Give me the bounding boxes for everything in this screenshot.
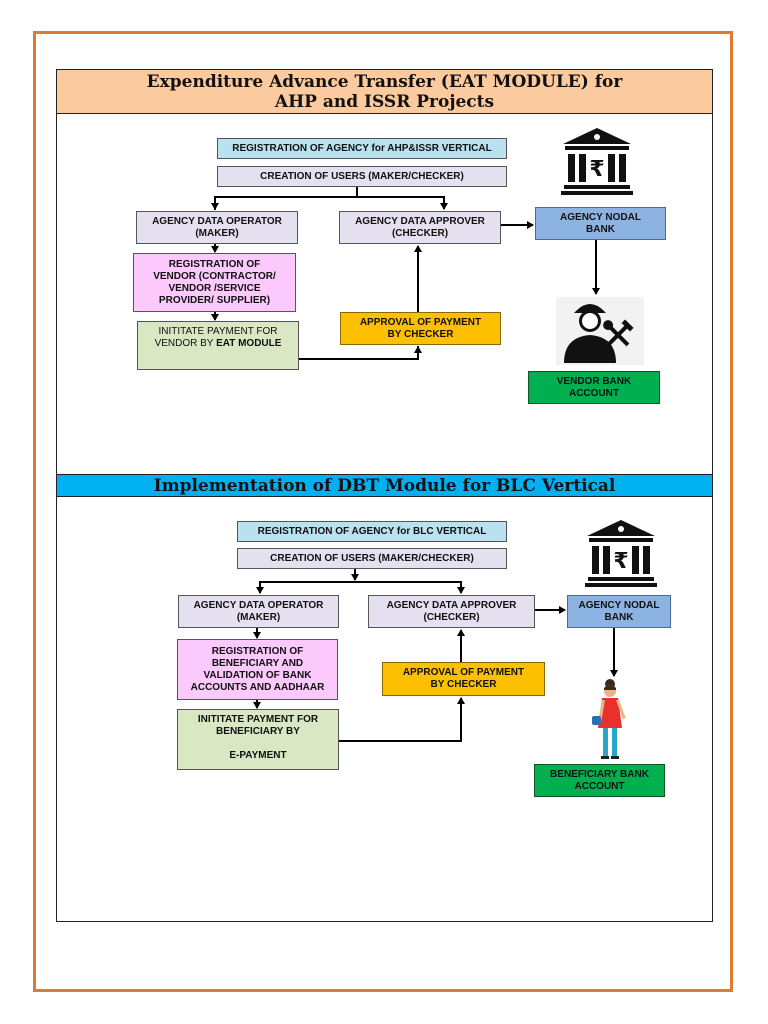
s1-approval-box: APPROVAL OF PAYMENT BY CHECKER bbox=[340, 312, 501, 345]
s2-account-box: BENEFICIARY BANK ACCOUNT bbox=[534, 764, 665, 797]
s1-account-box: VENDOR BANK ACCOUNT bbox=[528, 371, 660, 404]
s2-creation-box: CREATION OF USERS (MAKER/CHECKER) bbox=[237, 548, 507, 569]
eat-module-title-line2: AHP and ISSR Projects bbox=[274, 92, 495, 112]
s1-initiate-prefix: INITITATE PAYMENT FOR VENDOR BY bbox=[154, 326, 278, 349]
svg-text:₹: ₹ bbox=[613, 549, 628, 574]
s2-operator-box: AGENCY DATA OPERATOR (MAKER) bbox=[178, 595, 339, 628]
eat-module-title-line1: Expenditure Advance Transfer (EAT MODULE… bbox=[146, 72, 623, 92]
s2-approval-box: APPROVAL OF PAYMENT BY CHECKER bbox=[382, 662, 545, 696]
s2-registration-box: REGISTRATION OF AGENCY for BLC VERTICAL bbox=[237, 521, 507, 542]
s1-initiate-payment-box: INITITATE PAYMENT FOR VENDOR BY EAT MODU… bbox=[137, 321, 299, 370]
page-border bbox=[33, 31, 733, 992]
s1-registration-box: REGISTRATION OF AGENCY for AHP&ISSR VERT… bbox=[217, 138, 507, 159]
s1-approver-box: AGENCY DATA APPROVER (CHECKER) bbox=[339, 211, 501, 244]
s1-nodal-bank-box: AGENCY NODAL BANK bbox=[535, 207, 666, 240]
s1-creation-box: CREATION OF USERS (MAKER/CHECKER) bbox=[217, 166, 507, 187]
s1-initiate-bold: EAT MODULE bbox=[216, 338, 282, 349]
s2-initiate-payment-box: INITITATE PAYMENT FOR BENEFICIARY BY E-P… bbox=[177, 709, 339, 770]
eat-module-banner: Expenditure Advance Transfer (EAT MODULE… bbox=[57, 70, 712, 114]
woman-icon bbox=[592, 679, 626, 759]
bank-rupee-icon: ₹ bbox=[585, 520, 657, 587]
bank-rupee-icon: ₹ bbox=[561, 128, 633, 195]
s2-register-beneficiary-box: REGISTRATION OF BENEFICIARY AND VALIDATI… bbox=[177, 639, 338, 700]
worker-icon bbox=[556, 297, 644, 365]
s1-operator-box: AGENCY DATA OPERATOR (MAKER) bbox=[136, 211, 298, 244]
svg-text:₹: ₹ bbox=[589, 157, 604, 182]
s2-nodal-bank-box: AGENCY NODAL BANK bbox=[567, 595, 671, 628]
s2-approver-box: AGENCY DATA APPROVER (CHECKER) bbox=[368, 595, 535, 628]
dbt-module-banner: Implementation of DBT Module for BLC Ver… bbox=[57, 475, 712, 497]
s1-register-vendor-box: REGISTRATION OF VENDOR (CONTRACTOR/ VEND… bbox=[133, 253, 296, 312]
dbt-module-title: Implementation of DBT Module for BLC Ver… bbox=[153, 476, 616, 496]
